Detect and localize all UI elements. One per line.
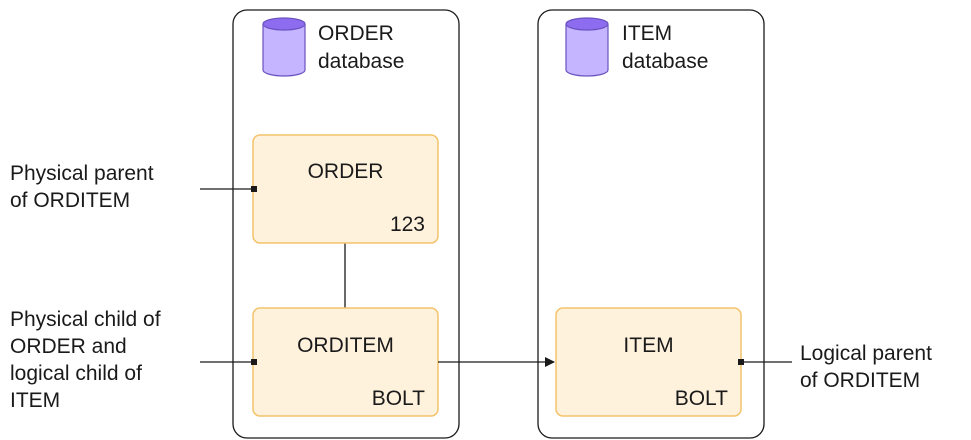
item-database-name: ITEM (622, 22, 673, 45)
physical-child-anchor (251, 359, 257, 365)
physical-parent-annotation: Physical parent of ORDITEM (10, 162, 154, 212)
physical-parent-anchor (251, 186, 257, 192)
item-segment-name: ITEM (623, 334, 674, 357)
item-database-label: ITEM database (622, 20, 708, 76)
order-database-name: ORDER (318, 22, 394, 45)
orditem-segment-name: ORDITEM (297, 334, 394, 357)
physical-child-annotation: Physical child of ORDER and logical chil… (10, 308, 161, 412)
database-cylinder-icon (262, 17, 306, 77)
logical-parent-anchor (738, 359, 744, 365)
item-database-subtitle: database (622, 50, 709, 73)
item-segment-key: BOLT (674, 387, 728, 410)
database-cylinder-icon (565, 17, 609, 77)
order-database-subtitle: database (318, 50, 405, 73)
order-segment-key: 123 (389, 213, 425, 236)
logical-parent-annotation: Logical parent of ORDITEM (800, 342, 932, 392)
order-segment-name: ORDER (307, 160, 384, 183)
orditem-segment-key: BOLT (371, 387, 425, 410)
order-database-label: ORDER database (318, 20, 404, 76)
